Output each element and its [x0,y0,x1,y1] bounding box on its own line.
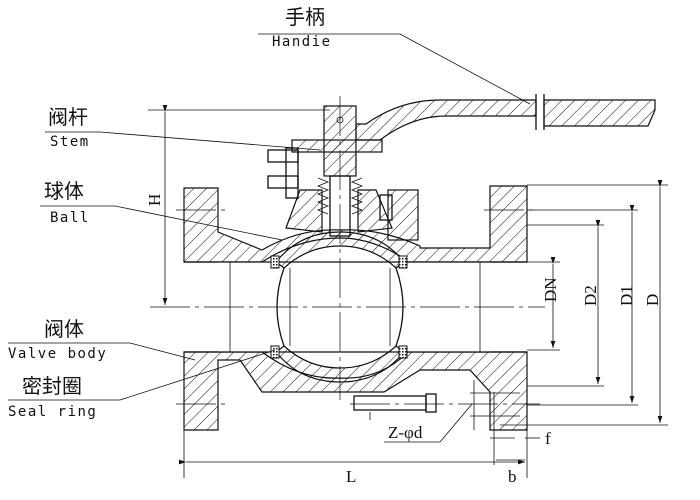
label-seal-ring-cn: 密封圈 [22,374,82,398]
leader-lines [8,33,531,401]
label-stem-cn: 阀杆 [48,105,88,129]
dim-d1: D1 [617,285,636,306]
stem [267,96,383,400]
dim-dn: DN [541,277,560,302]
label-ball-cn: 球体 [44,179,84,203]
dim-h: H [145,194,164,206]
label-valve-body-en: Valve body [8,346,107,362]
label-valve-body-cn: 阀体 [44,317,84,341]
label-handle-cn: 手柄 [285,5,325,29]
label-stem-en: Stem [50,134,90,150]
label-seal-ring-en: Seal ring [8,404,97,420]
dim-d2: D2 [581,285,600,306]
seal-rings [270,255,408,359]
dim-d: D [643,294,662,306]
handle [355,94,656,141]
dim-f: f [545,429,551,448]
label-ball-en: Ball [50,210,90,226]
dimension-lines [148,104,668,478]
dim-b: b [508,467,517,486]
flange-bolt [350,393,540,420]
dim-l: L [346,467,356,486]
dim-bolts: Z-φd [388,423,423,442]
label-handle-en: Handie [272,34,332,50]
